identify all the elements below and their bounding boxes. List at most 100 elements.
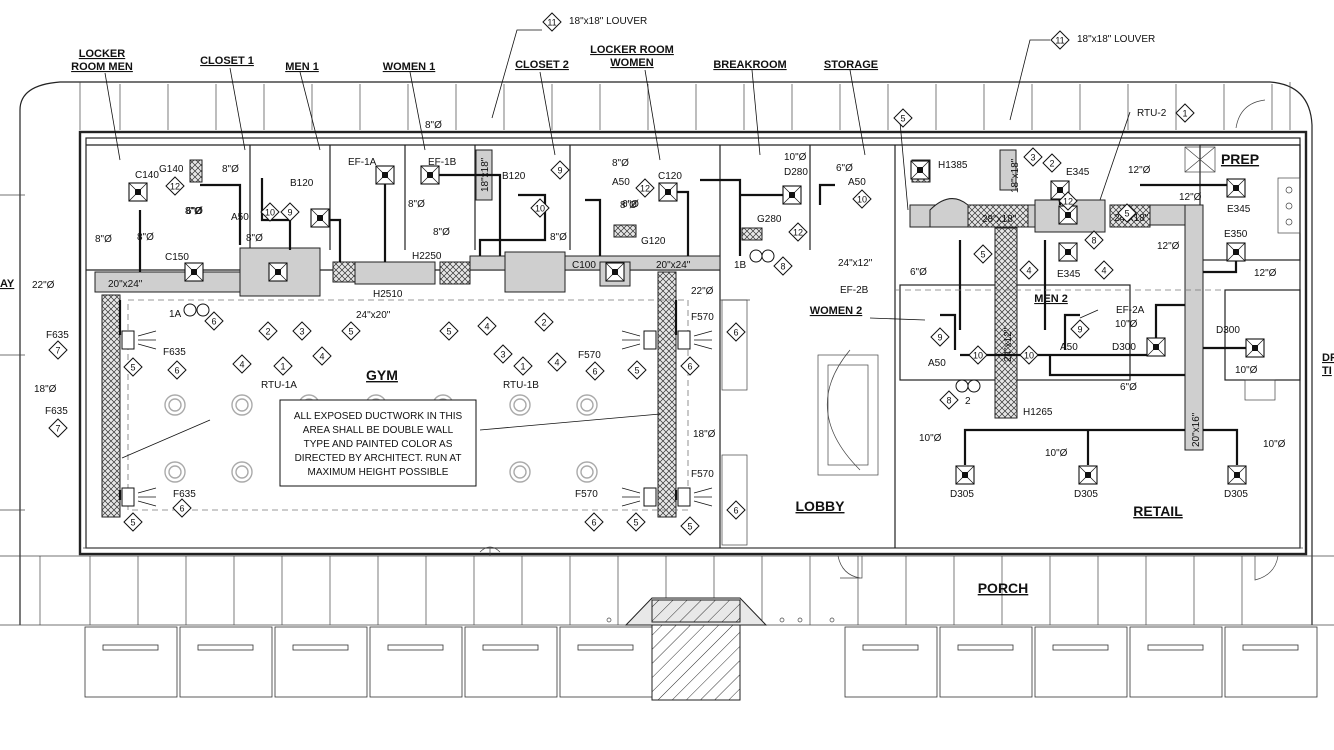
equipment-label-h1265: H1265 [1023,407,1053,418]
ductwork-note-line: DIRECTED BY ARCHITECT. RUN AT [295,453,462,464]
ceiling-fan-inner [580,465,594,479]
keynote-tag-t30-shape [585,361,605,381]
wheel-stop [577,644,634,651]
duct-size-d24x18: 24"x18" [1114,213,1149,224]
keynote-tag-t39-shape [973,244,993,264]
rtu-2-tag-shape [1175,103,1195,123]
keynote-tag-t28: 6 [174,366,179,376]
air-throw-arrow [137,343,157,350]
equipment-label-tag1a: 1A [169,309,182,320]
equipment-label-c120: C120 [658,171,682,182]
keynote-tag-t26: 7 [55,424,60,434]
air-throw-arrow [621,487,641,494]
keynote-tag-t28-shape [167,360,187,380]
equipment-label-a50b: A50 [231,212,249,223]
keynote-tag-t44-shape [930,327,950,347]
ceiling-fan-inner [513,398,527,412]
keynote-tag-t11: 1 [280,362,285,372]
keynote-tag-t47: 9 [1077,325,1082,335]
duct-size-p8j: 8"Ø [612,158,629,169]
duct-size-p8a: 8"Ø [425,120,442,131]
equipment-label-f635d: F635 [173,489,196,500]
keynote-tag-t47-shape [1070,319,1090,339]
diffuser-center [917,167,923,173]
air-throw-arrow [137,500,157,507]
equipment-label-ef2a: EF-2A [1116,305,1145,316]
room-label-women-1: WOMEN 1 [383,61,436,73]
keynote-tag-t38-shape [939,390,959,410]
keynote-tag-t42: 4 [1026,266,1031,276]
keynote-tag-t24: 6 [179,504,184,514]
equipment-label-tag2: 2 [965,396,971,407]
parking-stall [179,626,273,698]
room-label-men-1: MEN 1 [285,61,319,73]
duct-size-p22b: 22"Ø [691,286,714,297]
equipment-label-rtu1a: RTU-1A [261,380,297,391]
duct-size-p6e: 6"Ø [1120,382,1137,393]
louver-tag-left-shape [542,12,562,32]
diffuser-center [1252,345,1258,351]
keynote-tag-t23-shape [726,500,746,520]
keynote-tag-t40-shape [1042,153,1062,173]
equipment-label-f635b: F635 [163,347,186,358]
ceiling-fan-inner [513,465,527,479]
equipment-label-a50c: A50 [848,177,866,188]
ceiling-fan-inner [168,398,182,412]
thermostat-symbol [967,379,981,393]
keynote-tag-t44: 9 [937,333,942,343]
equipment-label-h2510: H2510 [373,289,403,300]
air-throw-arrow [137,330,157,337]
keynote-tag-t13-shape [258,321,278,341]
room-label-lobby: LOBBY [796,498,846,514]
keynote-tag-t50: 5 [1124,209,1129,219]
keynote-tag-t12: 4 [319,352,324,362]
sidewall-grille [643,487,657,507]
diffuser-center [317,215,323,221]
diffuser-center [275,269,281,275]
diffuser-center [1234,472,1240,478]
parking-stall [464,626,558,698]
keynote-tag-t42-shape [1019,260,1039,280]
keynote-tag-t43-shape [1094,260,1114,280]
ceiling-fan [576,461,598,483]
keynote-tag-t3-shape [280,202,300,222]
keynote-tag-t22-shape [726,322,746,342]
equipment-label-d300b: D300 [1112,342,1136,353]
diffuser-center [665,189,671,195]
equipment-label-f570d: F570 [575,489,598,500]
retail-duct-east [1184,204,1204,451]
rtu-2-label: RTU-2 [1137,108,1167,119]
equipment-label-a50e: A50 [1060,342,1078,353]
duct-size-d28x18: 28"x18" [982,214,1017,225]
room-label-edge-left: AY [0,278,15,290]
louver-tag-right: 11 [1055,36,1064,46]
ceiling-fan-inner [168,465,182,479]
ceiling-fan-inner [235,465,249,479]
keynote-tag-t13: 2 [265,327,270,337]
sidewalk-joints [79,82,1291,130]
keynote-tag-t35: 6 [687,362,692,372]
diffuser-center [382,172,388,178]
parking-stall [369,626,463,698]
room-label-locker-men: LOCKER [79,48,126,60]
louver-label-right: 18"x18" LOUVER [1077,34,1155,45]
keynote-tag-t1: 12 [170,182,180,192]
diffusers [128,160,1265,485]
equipment-label-f635c: F635 [45,406,68,417]
parking-stall [1129,626,1223,698]
equipment-label-d305a: D305 [950,489,974,500]
wheel-stop [482,644,539,651]
parking-stall [844,626,938,698]
keynote-tag-t8-shape [773,256,793,276]
air-throw-arrow [621,343,641,350]
room-label-men-2: MEN 2 [1034,293,1068,305]
equipment-label-c140: C140 [135,170,159,181]
keynote-tag-t34-shape [680,516,700,536]
keynote-tag-t16: 5 [446,327,451,337]
air-throw-arrow [693,330,713,337]
diffuser-center [1057,187,1063,193]
equipment-label-h2250: H2250 [412,251,442,262]
keynote-tag-t35-shape [680,356,700,376]
